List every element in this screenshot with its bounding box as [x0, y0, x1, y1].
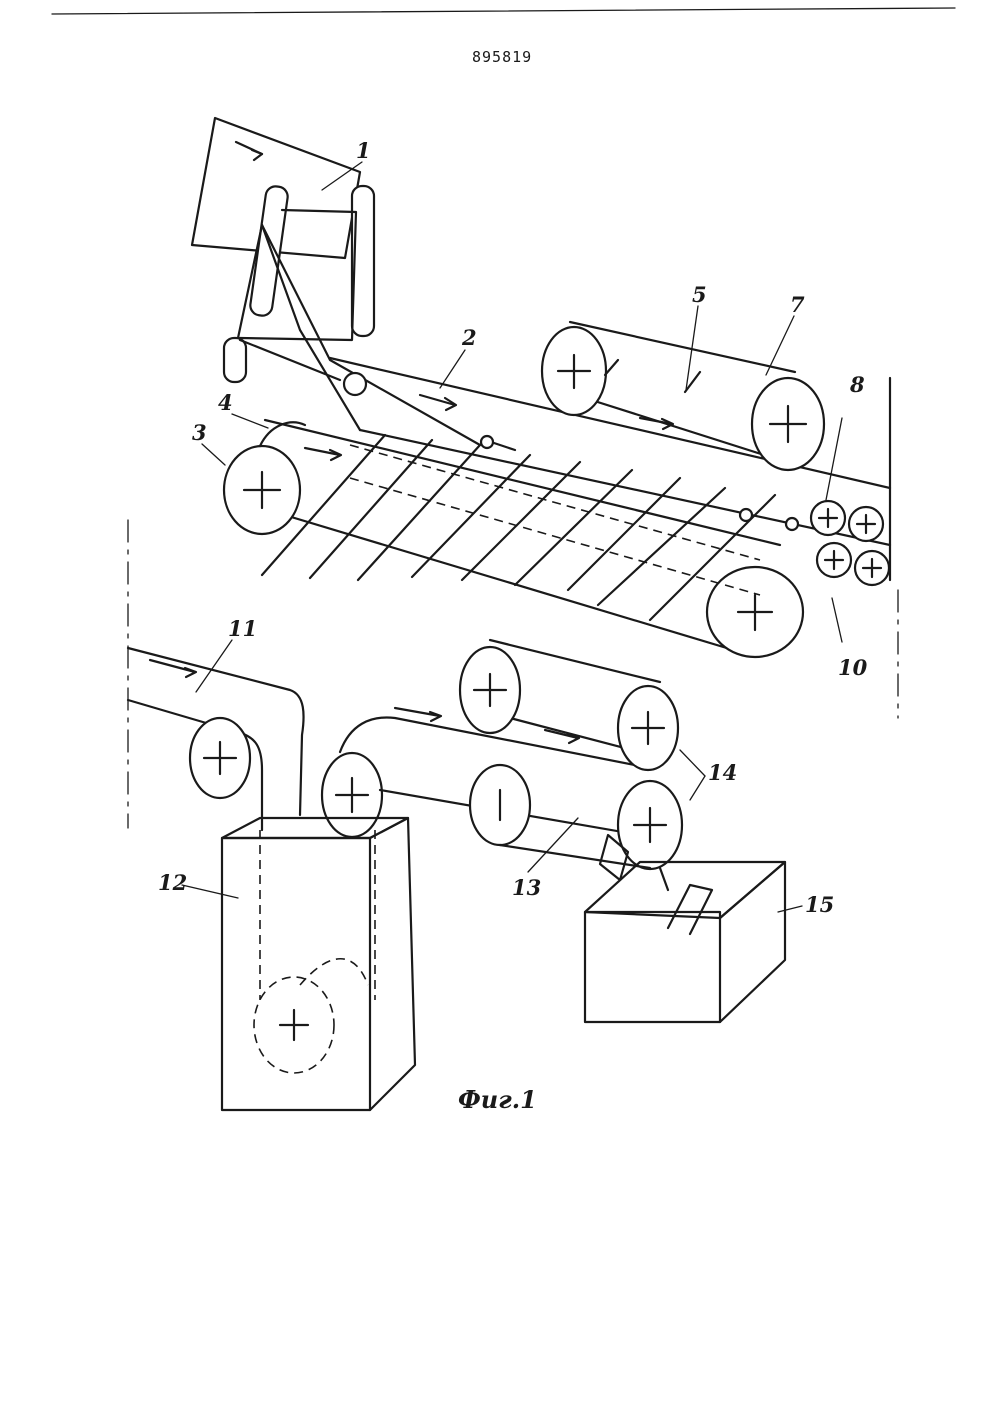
- sheet-feed-unit: [192, 118, 480, 445]
- document-number: 895819: [472, 48, 532, 66]
- label-5: 5: [692, 282, 707, 307]
- label-10: 10: [838, 655, 868, 680]
- label-8: 8: [849, 372, 865, 397]
- label-11: 11: [228, 616, 257, 641]
- label-14: 14: [708, 760, 737, 785]
- bath-12: [222, 818, 415, 1110]
- strip-conveyor: [128, 520, 650, 837]
- lower-belt: [224, 420, 803, 657]
- calender-rollers: [811, 418, 889, 642]
- label-7: 7: [790, 292, 805, 317]
- label-4: 4: [218, 390, 233, 415]
- label-1: 1: [356, 138, 371, 163]
- cutting-unit: [460, 640, 682, 890]
- header-rule: [52, 8, 955, 14]
- collector-box-15: [585, 862, 785, 1022]
- label-3: 3: [192, 420, 207, 445]
- figure-caption: Фиг.1: [458, 1085, 537, 1114]
- pressing-belt: [542, 322, 824, 470]
- label-13: 13: [512, 875, 541, 900]
- label-15: 15: [805, 892, 834, 917]
- label-2: 2: [461, 325, 477, 350]
- label-12: 12: [158, 870, 187, 895]
